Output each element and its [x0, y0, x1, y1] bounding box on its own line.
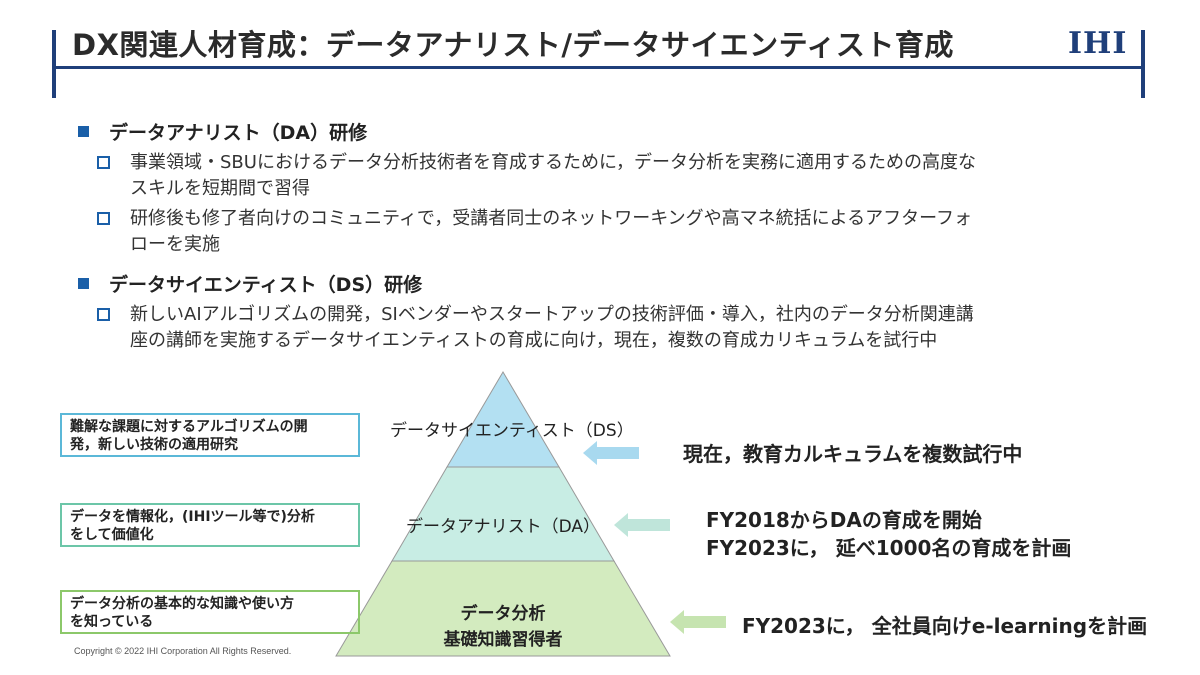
page-title: DX関連人材育成：データアナリスト/データサイエンティスト育成: [72, 28, 954, 62]
hollow-square-bullet-icon: [97, 156, 110, 169]
side-box-line: 発，新しい技術の適用研究: [70, 437, 238, 453]
status-text-base: FY2023に， 全社員向けe-learningを計画: [742, 612, 1147, 640]
pyramid-label-line: データ分析: [460, 604, 546, 624]
bullet-line: 座の講師を実施するデータサイエンティストの育成に向け，現在，複数の育成カリキュラ…: [130, 330, 938, 351]
side-box-line: データ分析の基本的な知識や使い方: [70, 596, 294, 612]
side-box-line: データを情報化，(IHIツール等で)分析: [70, 509, 315, 525]
bullet-item: 研修後も修了者向けのコミュニティで，受講者同士のネットワーキングや高マネ統括によ…: [97, 206, 1115, 258]
hollow-square-bullet-icon: [97, 308, 110, 321]
company-logo: IHI: [1068, 26, 1128, 61]
side-box-line: をして価値化: [70, 527, 154, 543]
side-box-line: 難解な課題に対するアルゴリズムの開: [70, 419, 308, 435]
bullet-item: 事業領域・SBUにおけるデータ分析技術者を育成するために，データ分析を実務に適用…: [97, 150, 1115, 202]
section-heading-ds: データサイエンティスト（DS）研修: [78, 270, 422, 297]
pyramid-label-da: データアナリスト（DA）: [400, 512, 606, 537]
status-line: 現在，教育カルキュラムを複数試行中: [683, 442, 1023, 466]
section-heading-da: データアナリスト（DA）研修: [78, 118, 367, 145]
bullet-line: スキルを短期間で習得: [130, 178, 310, 199]
side-box-da: データを情報化，(IHIツール等で)分析 をして価値化: [60, 503, 360, 547]
header-accent-left: [52, 30, 56, 98]
pyramid-label-line: データサイエンティスト（DS）: [390, 421, 634, 441]
filled-square-bullet-icon: [78, 278, 89, 289]
left-arrow-icon: [614, 513, 670, 537]
bullet-line: 新しいAIアルゴリズムの開発，SIベンダーやスタートアップの技術評価・導入，社内…: [130, 304, 974, 325]
side-box-ds: 難解な課題に対するアルゴリズムの開 発，新しい技術の適用研究: [60, 413, 360, 457]
section-heading-text: データサイエンティスト（DS）研修: [109, 274, 423, 296]
filled-square-bullet-icon: [78, 126, 89, 137]
status-line: FY2023に， 延べ1000名の育成を計画: [706, 536, 1072, 560]
pyramid-label-line: データアナリスト（DA）: [405, 517, 601, 537]
pyramid-label-ds: データサイエンティスト（DS）: [390, 416, 634, 441]
side-box-line: を知っている: [70, 614, 154, 630]
copyright-text: Copyright © 2022 IHI Corporation All Rig…: [74, 646, 292, 656]
status-line: FY2018からDAの育成を開始: [706, 508, 982, 532]
header-accent-right: [1141, 30, 1145, 98]
bullet-line: 事業領域・SBUにおけるデータ分析技術者を育成するために，データ分析を実務に適用…: [130, 152, 977, 173]
bullet-line: 研修後も修了者向けのコミュニティで，受講者同士のネットワーキングや高マネ統括によ…: [130, 208, 973, 229]
bullet-item: 新しいAIアルゴリズムの開発，SIベンダーやスタートアップの技術評価・導入，社内…: [97, 302, 1115, 354]
status-text-ds: 現在，教育カルキュラムを複数試行中: [683, 440, 1022, 468]
left-arrow-icon: [670, 610, 726, 634]
bullet-line: ローを実施: [130, 234, 220, 255]
left-arrow-icon: [583, 441, 639, 465]
side-box-base: データ分析の基本的な知識や使い方 を知っている: [60, 590, 360, 634]
status-line: FY2023に， 全社員向けe-learningを計画: [742, 614, 1148, 638]
hollow-square-bullet-icon: [97, 212, 110, 225]
status-text-da: FY2018からDAの育成を開始 FY2023に， 延べ1000名の育成を計画: [706, 506, 1071, 562]
header-rule: [56, 66, 1141, 69]
section-heading-text: データアナリスト（DA）研修: [109, 122, 368, 144]
pyramid-label-line: 基礎知識習得者: [443, 630, 563, 650]
pyramid-tier-base: [335, 560, 671, 657]
pyramid-label-base: データ分析 基礎知識習得者: [400, 601, 606, 653]
